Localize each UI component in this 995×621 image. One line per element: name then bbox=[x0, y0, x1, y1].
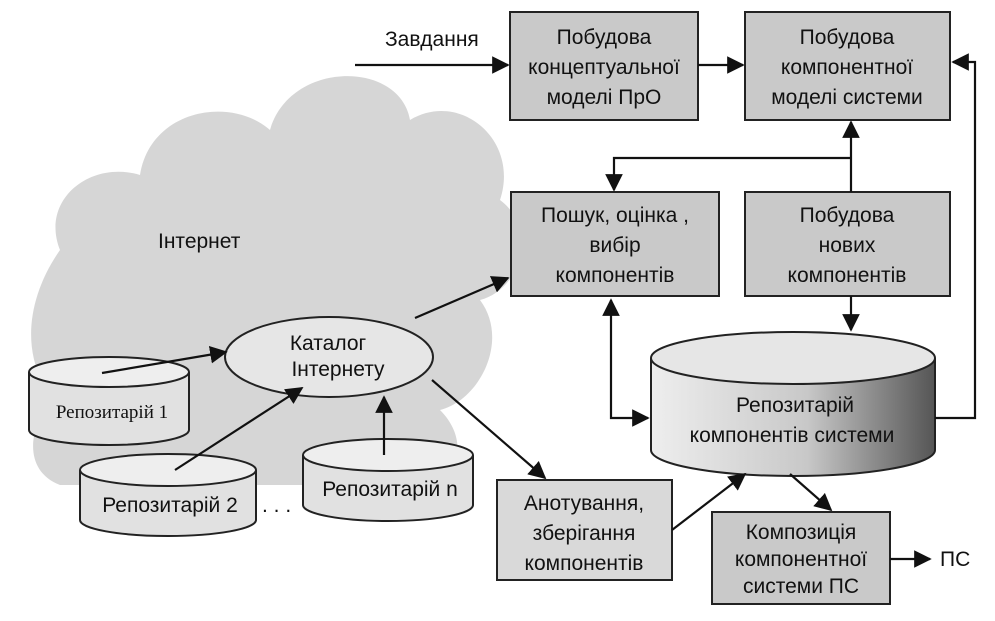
composition-line-2: компонентної bbox=[735, 548, 867, 571]
search-line-2: вибір bbox=[589, 234, 640, 257]
system-repo-line-1: Репозитарій bbox=[736, 394, 854, 417]
composition-line-3: системи ПС bbox=[743, 575, 859, 598]
search-box: Пошук, оцінка , вибір компонентів bbox=[510, 191, 720, 297]
internet-label: Інтернет bbox=[158, 230, 241, 253]
system-repo-line-2: компонентів системи bbox=[690, 424, 895, 447]
task-label: Завдання bbox=[385, 28, 479, 51]
concept-model-line-1: Побудова bbox=[557, 26, 652, 49]
new-components-line-1: Побудова bbox=[800, 204, 895, 227]
arrow-catalog-to-annotation bbox=[431, 379, 547, 480]
concept-model-line-2: концептуальної bbox=[528, 56, 680, 79]
new-components-line-3: компонентів bbox=[788, 264, 907, 287]
component-model-line-2: компонентної bbox=[781, 56, 913, 79]
new-components-line-2: нових bbox=[819, 234, 876, 257]
component-model-line-1: Побудова bbox=[800, 26, 895, 49]
arrow-repo-to-composition bbox=[789, 473, 833, 512]
arrow-catalog-to-search bbox=[414, 276, 510, 320]
catalog-line-1: Каталог bbox=[290, 332, 367, 355]
new-components-box: Побудова нових компонентів bbox=[744, 191, 951, 297]
annotation-line-2: зберігання bbox=[533, 522, 636, 545]
component-model-box: Побудова компонентної моделі системи bbox=[744, 11, 951, 121]
arrow-search-repo-link bbox=[602, 298, 650, 427]
arrow-annotation-to-repo bbox=[671, 472, 747, 531]
composition-line-1: Композиція bbox=[746, 521, 857, 544]
arrow-repo-to-component-model bbox=[935, 53, 977, 420]
repository-1-label: Репозитарій 1 bbox=[56, 402, 168, 423]
concept-model-line-3: моделі ПрО bbox=[547, 86, 662, 109]
arrow-repo2-to-catalog bbox=[174, 387, 304, 471]
composition-box: Композиція компонентної системи ПС bbox=[711, 511, 891, 605]
repository-n: Репозитарій n bbox=[302, 438, 474, 522]
system-repository: Репозитарій компонентів системи bbox=[650, 331, 936, 477]
concept-model-box: Побудова концептуальної моделі ПрО bbox=[509, 11, 699, 121]
repositories-ellipsis: . . . bbox=[262, 494, 291, 517]
annotation-box: Анотування, зберігання компонентів bbox=[496, 479, 673, 581]
arrow-repo1-to-catalog bbox=[101, 345, 228, 375]
search-line-3: компонентів bbox=[556, 264, 675, 287]
repository-2-label: Репозитарій 2 bbox=[102, 494, 238, 517]
internet-catalog: Каталог Інтернету bbox=[224, 316, 434, 398]
annotation-line-3: компонентів bbox=[525, 552, 644, 575]
annotation-line-1: Анотування, bbox=[524, 492, 644, 515]
repository-1: Репозитарій 1 bbox=[28, 356, 190, 446]
arrow-model-to-search bbox=[605, 156, 851, 192]
output-label: ПС bbox=[940, 548, 970, 571]
search-line-1: Пошук, оцінка , bbox=[541, 204, 689, 227]
repository-2: Репозитарій 2 bbox=[79, 453, 257, 537]
component-model-line-3: моделі системи bbox=[771, 86, 923, 109]
repository-n-label: Репозитарій n bbox=[322, 478, 458, 501]
catalog-line-2: Інтернету bbox=[291, 358, 385, 381]
